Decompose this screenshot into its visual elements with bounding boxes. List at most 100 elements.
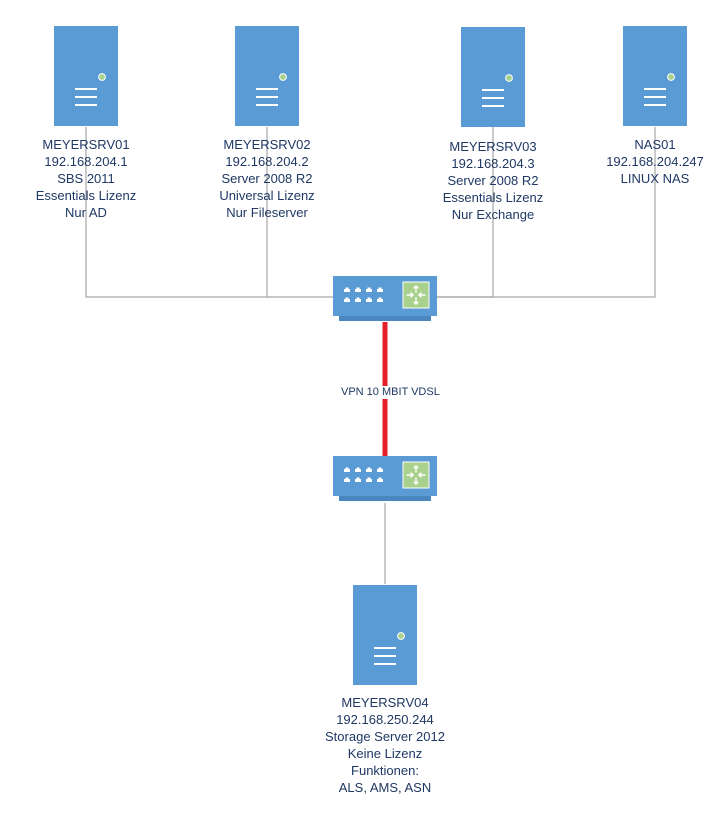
vent-line [75, 96, 97, 98]
vent-line [482, 97, 504, 99]
arrow-head [418, 472, 422, 478]
switch-icon-site-a [333, 276, 437, 324]
arrow-head [410, 472, 414, 478]
server-label-line: Storage Server 2012 [325, 729, 445, 744]
server-icon-meyersrv02 [235, 26, 299, 126]
server-label-line: Keine Lizenz [347, 746, 423, 761]
server-label-line: 192.168.204.1 [44, 154, 128, 169]
server-icon-meyersrv01 [54, 26, 118, 126]
arrow-head [418, 292, 422, 298]
switch-port-notch [356, 297, 360, 299]
server-label-line: 192.168.250.244 [336, 712, 434, 727]
server-label-line: Nur AD [65, 205, 107, 220]
server-label-line: Funktionen: [351, 763, 419, 778]
arrow-head [413, 301, 419, 305]
server-label-line: MEYERSRV02 [223, 137, 311, 152]
server-label-line: Server 2008 R2 [447, 173, 539, 188]
server-tower-icon [235, 26, 299, 126]
server-icon-meyersrv03 [461, 27, 525, 127]
switch-port [344, 289, 350, 292]
vent-line [256, 88, 278, 90]
status-led [397, 632, 405, 640]
vent-line [374, 655, 396, 657]
server-label-nas01: NAS01 192.168.204.247 LINUX NAS [565, 136, 727, 187]
status-led [98, 73, 106, 81]
switch-port-notch [356, 477, 360, 479]
server-label-line: Universal Lizenz [219, 188, 315, 203]
switch-port-notch [378, 287, 382, 289]
router-arrows-icon [406, 465, 426, 485]
switch-port-notch [378, 297, 382, 299]
network-switch-icon [333, 456, 437, 501]
switch-port-notch [356, 287, 360, 289]
switch-port-notch [378, 467, 382, 469]
server-label-meyersrv04: MEYERSRV04 192.168.250.244 Storage Serve… [295, 694, 475, 796]
vpn-link-label: VPN 10 MBIT VDSL [339, 386, 442, 399]
server-label-line: Nur Exchange [451, 207, 535, 222]
status-led [279, 73, 287, 81]
vent-line [644, 96, 666, 98]
vent-line [75, 104, 97, 106]
server-tower-icon [54, 26, 118, 126]
vent-line [75, 88, 97, 90]
server-label-line: Nur Fileserver [226, 205, 308, 220]
server-icon-meyersrv04 [353, 585, 417, 685]
server-label-meyersrv03: MEYERSRV03 192.168.204.3 Server 2008 R2 … [403, 138, 583, 223]
server-label-line: SBS 2011 [57, 171, 115, 186]
switch-port-notch [367, 467, 371, 469]
switch-port [355, 469, 361, 472]
switch-port [355, 299, 361, 302]
switch-port [344, 479, 350, 482]
switch-port-notch [345, 287, 349, 289]
server-label-line: 192.168.204.247 [606, 154, 704, 169]
vent-line [644, 104, 666, 106]
vent-line [644, 88, 666, 90]
arrow-head [413, 481, 419, 485]
vent-line [374, 647, 396, 649]
vent-line [482, 105, 504, 107]
switch-port [377, 299, 383, 302]
switch-port-notch [345, 477, 349, 479]
switch-port [355, 479, 361, 482]
switch-port [366, 299, 372, 302]
vent-line [256, 104, 278, 106]
switch-port-notch [367, 477, 371, 479]
server-label-line: MEYERSRV04 [341, 695, 429, 710]
switch-port-notch [345, 467, 349, 469]
switch-port-notch [367, 297, 371, 299]
switch-port [366, 479, 372, 482]
router-arrows-icon [406, 285, 426, 305]
switch-port [377, 289, 383, 292]
switch-icon-site-b [333, 456, 437, 504]
switch-port-notch [345, 297, 349, 299]
server-label-line: Server 2008 R2 [221, 171, 313, 186]
switch-port [366, 289, 372, 292]
arrow-head [413, 465, 419, 469]
server-body [54, 26, 118, 126]
server-tower-icon [623, 26, 687, 126]
server-label-line: LINUX NAS [620, 171, 690, 186]
switch-port [355, 289, 361, 292]
server-label-meyersrv01: MEYERSRV01 192.168.204.1 SBS 2011 Essent… [0, 136, 176, 221]
wire-meyersrv01 [85, 127, 334, 298]
server-label-line: 192.168.204.2 [225, 154, 309, 169]
vent-line [482, 89, 504, 91]
switch-port [377, 469, 383, 472]
network-switch-icon [333, 276, 437, 321]
status-led [505, 74, 513, 82]
switch-port-notch [378, 477, 382, 479]
server-label-line: MEYERSRV03 [449, 139, 537, 154]
switch-port [344, 299, 350, 302]
status-led [667, 73, 675, 81]
server-label-line: 192.168.204.3 [451, 156, 535, 171]
server-icon-nas01 [623, 26, 687, 126]
server-label-line: Essentials Lizenz [35, 188, 137, 203]
server-body [353, 585, 417, 685]
server-body [623, 26, 687, 126]
vent-line [256, 96, 278, 98]
switch-base [339, 496, 431, 501]
server-body [461, 27, 525, 127]
arrow-head [413, 285, 419, 289]
arrow-head [410, 292, 414, 298]
vent-line [374, 663, 396, 665]
